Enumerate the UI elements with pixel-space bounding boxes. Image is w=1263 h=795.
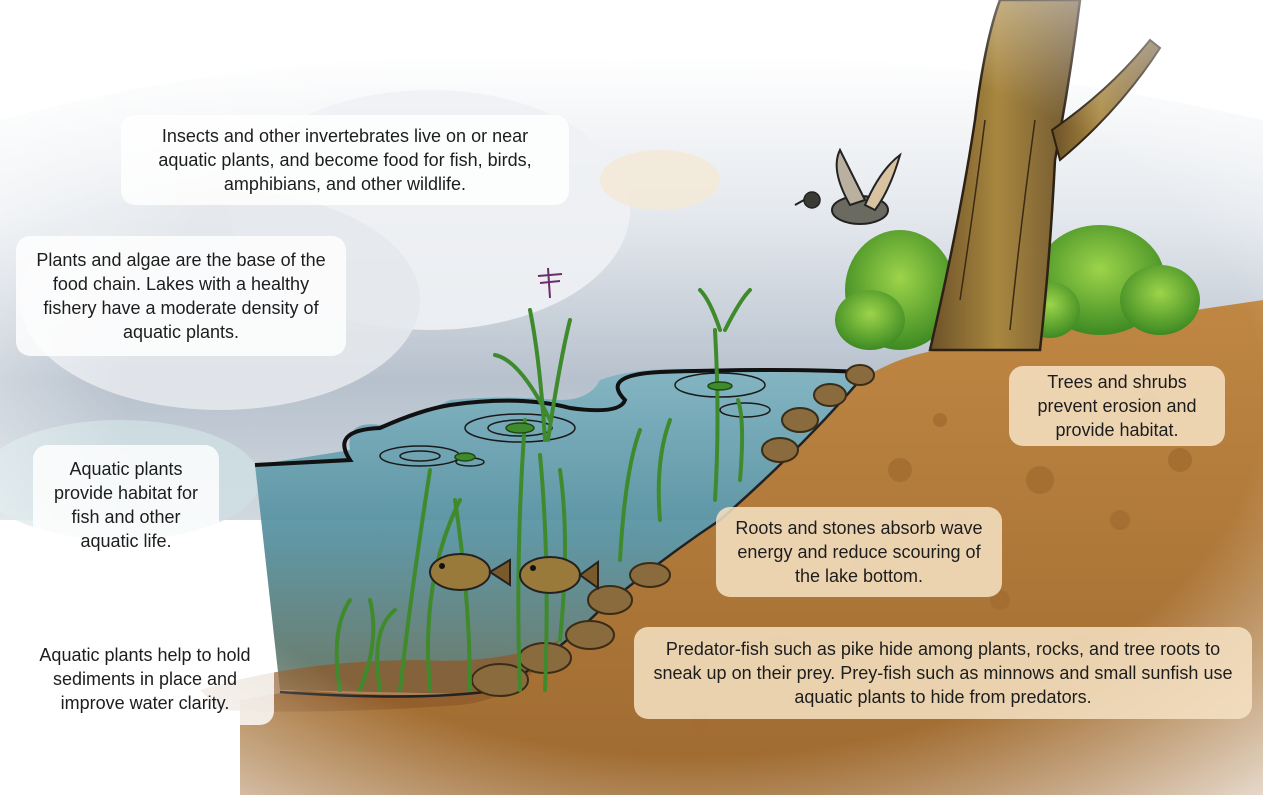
callout-predator-fish: Predator-fish such as pike hide among pl… — [634, 627, 1252, 719]
callout-sediments: Aquatic plants help to hold sediments in… — [16, 633, 274, 725]
callout-roots-stones: Roots and stones absorb wave energy and … — [716, 507, 1002, 597]
callout-trees-shrubs: Trees and shrubs prevent erosion and pro… — [1009, 366, 1225, 446]
callout-food-chain: Plants and algae are the base of the foo… — [16, 236, 346, 356]
callout-insects: Insects and other invertebrates live on … — [121, 115, 569, 205]
callout-habitat: Aquatic plants provide habitat for fish … — [33, 445, 219, 565]
